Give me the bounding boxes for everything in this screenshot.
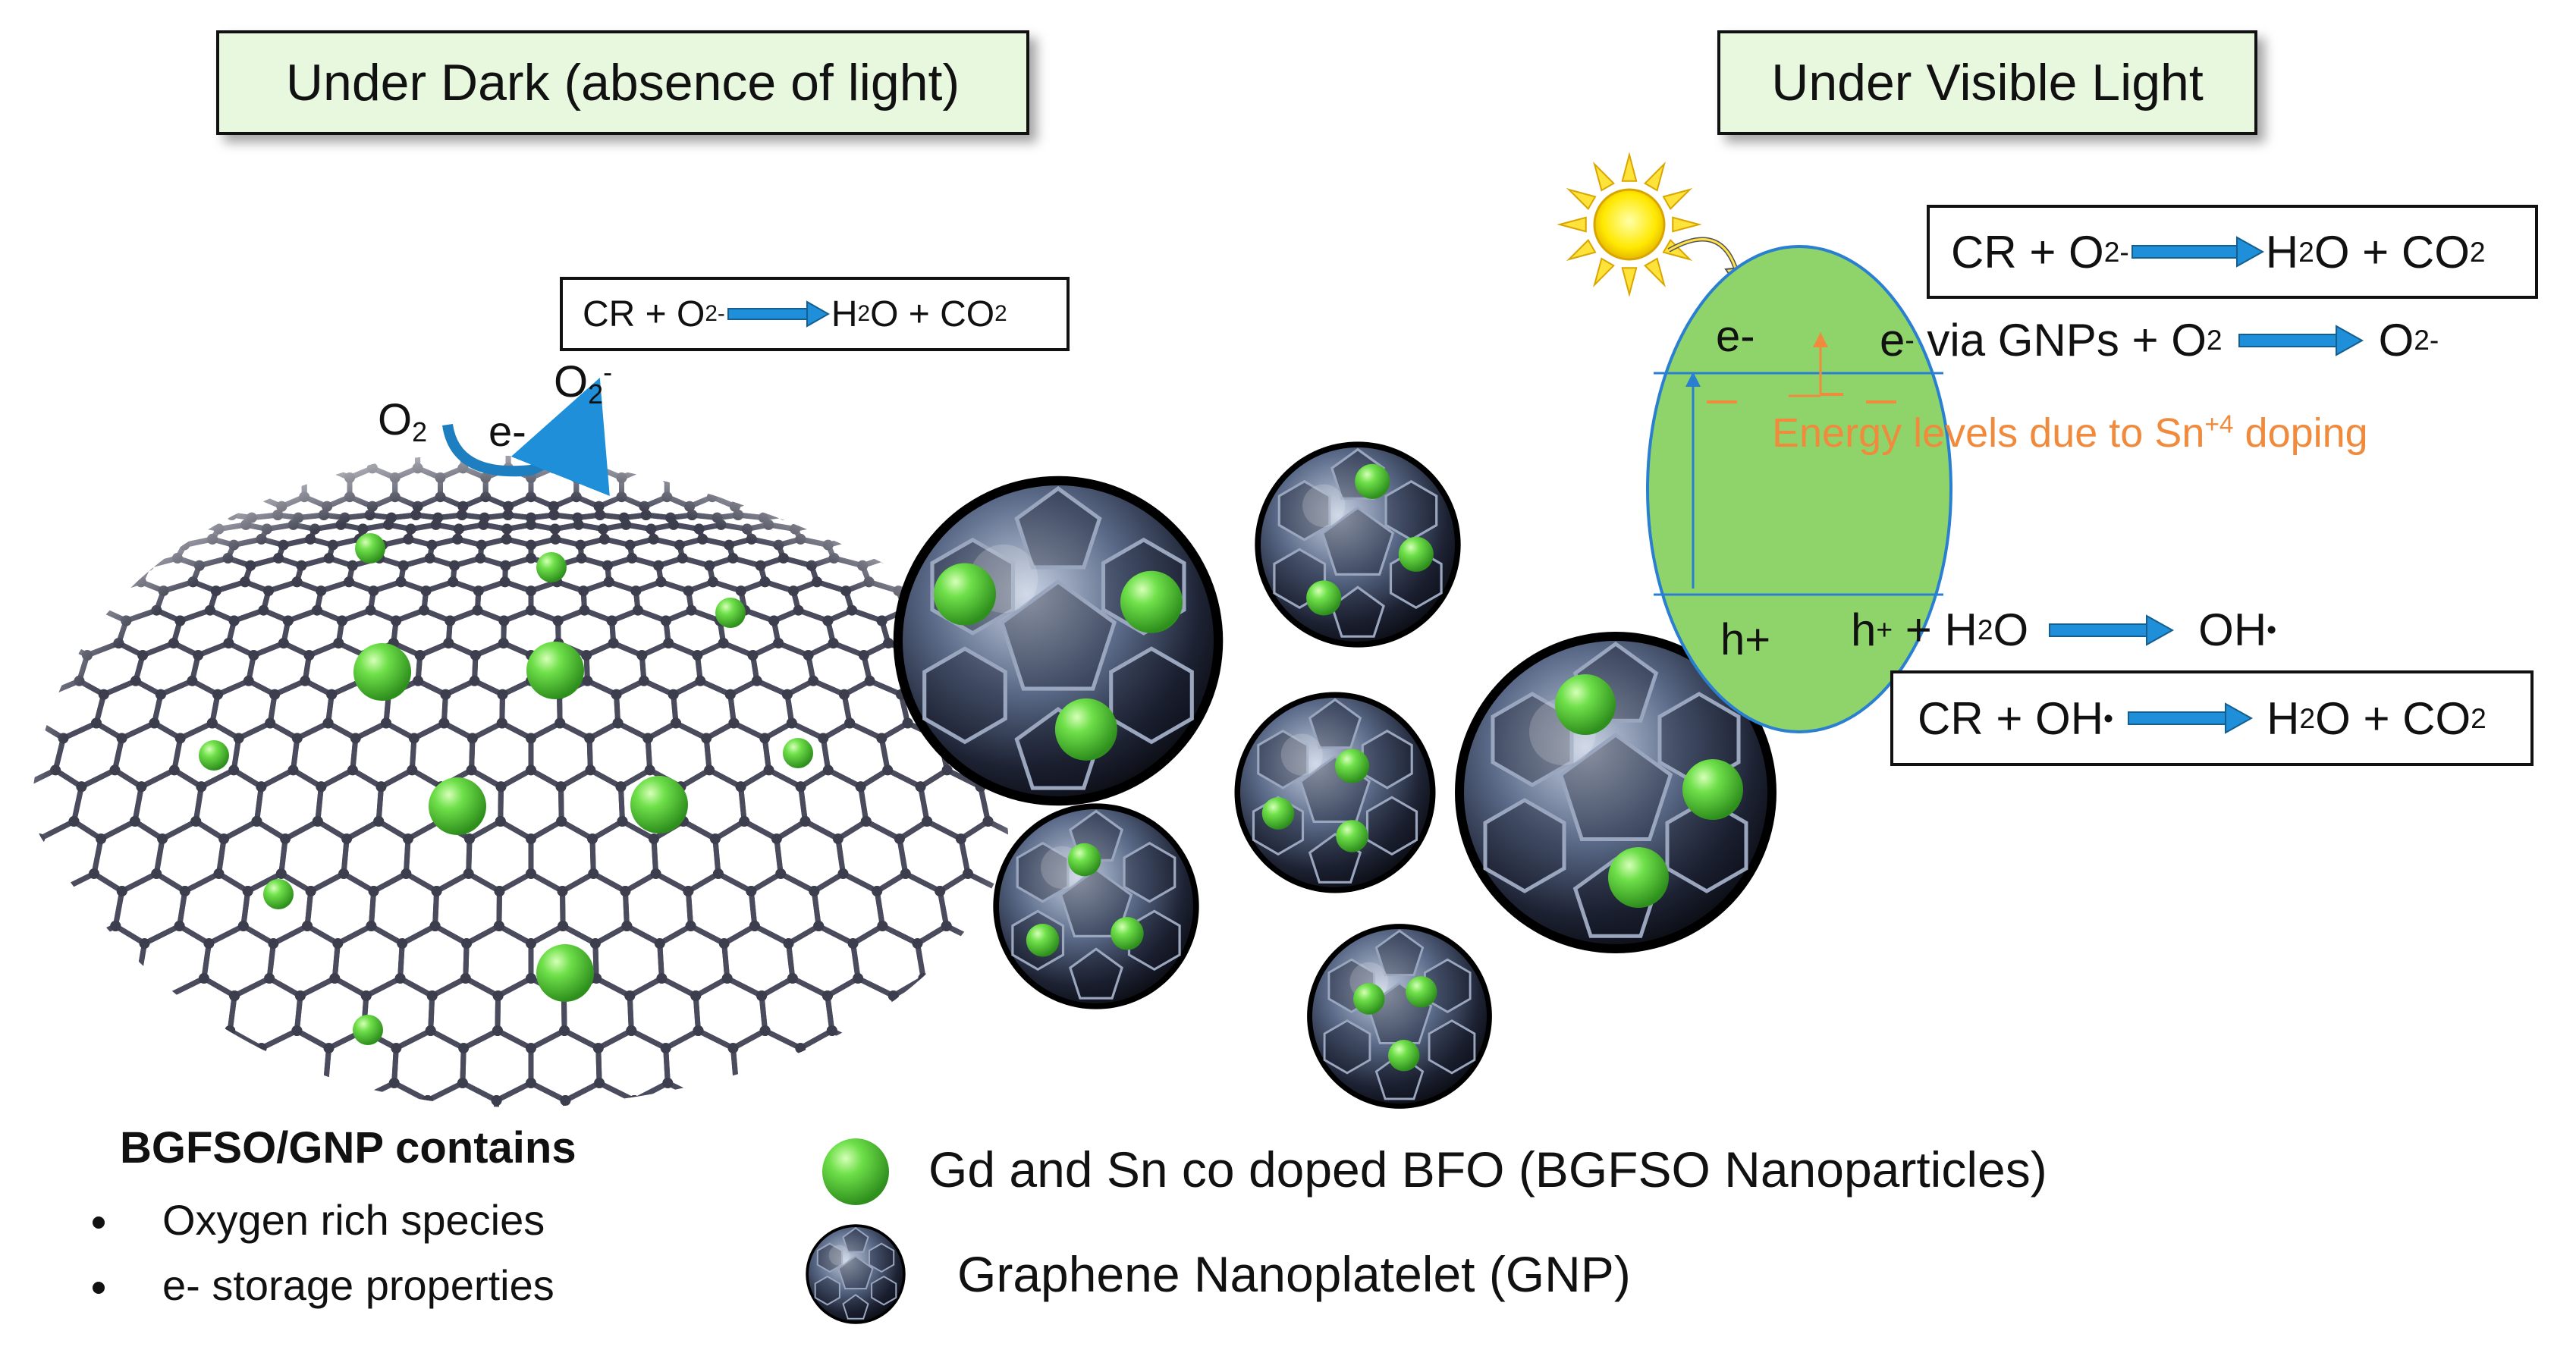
o2-reduction-arrow — [442, 378, 610, 497]
reaction-arrow-icon — [2049, 614, 2175, 646]
superoxide-label: O2- — [554, 356, 613, 410]
title-under-dark-text: Under Dark (absence of light) — [285, 54, 960, 111]
legend-nanoparticle-icon — [822, 1138, 889, 1205]
title-under-visible-light: Under Visible Light — [1717, 30, 2257, 135]
composition-item-storage: e- storage properties — [162, 1261, 554, 1309]
gnp-particles — [893, 441, 1776, 1109]
legend-gnp-label: Graphene Nanoplatelet (GNP) — [957, 1246, 1631, 1302]
vb-hole-label: h+ — [1720, 615, 1771, 664]
band-structure-ellipse — [1646, 245, 1952, 733]
reaction-arrow-icon — [2131, 236, 2264, 268]
composition-item-oxygen: Oxygen rich species — [162, 1196, 545, 1244]
legend-gnp-icon — [806, 1224, 906, 1324]
energy-levels-label: Energy levels due to Sn+4 doping — [1772, 410, 2368, 456]
legend-nanoparticle-label: Gd and Sn co doped BFO (BGFSO Nanopartic… — [928, 1141, 2047, 1198]
reaction-arrow-icon — [2238, 324, 2364, 356]
o2-label: O2 — [378, 395, 428, 447]
sun-icon — [1557, 152, 1702, 297]
title-under-dark: Under Dark (absence of light) — [216, 30, 1029, 135]
reaction-arrow-icon — [2128, 702, 2254, 734]
cb-electron-label: e- — [1716, 312, 1755, 361]
composition-heading: BGFSO/GNP contains — [120, 1123, 576, 1172]
title-under-visible-light-text: Under Visible Light — [1771, 54, 2204, 111]
electron-label: e- — [488, 407, 526, 455]
graphene-nanoparticles — [199, 533, 813, 1045]
reaction-arrow-icon — [727, 300, 830, 328]
